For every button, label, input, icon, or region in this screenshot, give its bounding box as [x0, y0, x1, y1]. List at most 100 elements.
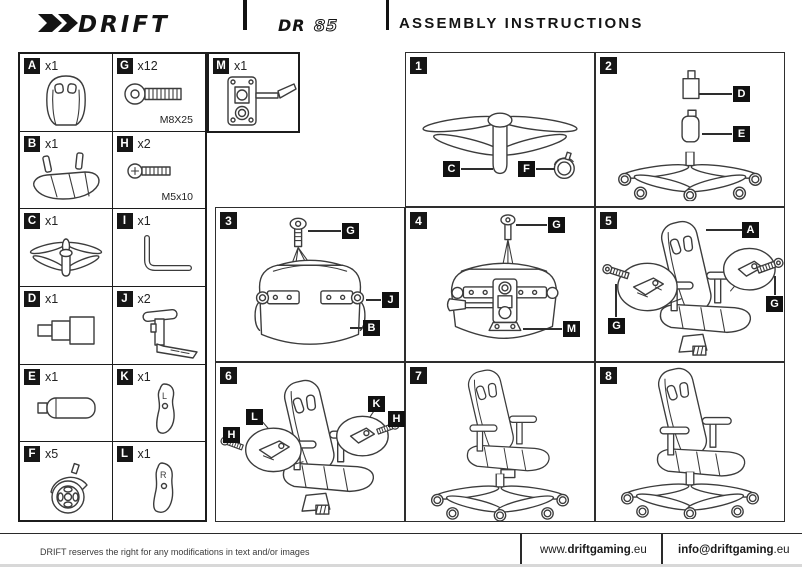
step-number-5: 5 [600, 212, 617, 229]
screw-m8-drawing [124, 82, 182, 105]
email-suffix: .eu [773, 544, 790, 556]
dr85-logo-prefix: DR [278, 16, 306, 35]
gas-lift-drawing [37, 315, 95, 345]
backrest-drawing [45, 74, 86, 126]
step3-drawing [254, 217, 366, 345]
step6-label-k: K [368, 396, 385, 412]
step5-label-g-left: G [608, 318, 625, 334]
step-panel-1: 1 C F [405, 52, 595, 207]
step-panel-7: 7 [405, 362, 595, 522]
step4-label-m: M [563, 321, 580, 337]
label-connector [706, 229, 742, 231]
step2-label-d: D [733, 86, 750, 102]
website-prefix: www. [540, 544, 568, 556]
step-number-1: 1 [410, 57, 427, 74]
part-badge-m: M [213, 58, 229, 74]
step7-drawing [430, 366, 570, 521]
footer-disclaimer: DRIFT reserves the right for any modific… [40, 547, 310, 557]
step1-label-c: C [443, 161, 460, 177]
armrest-drawing [142, 308, 198, 359]
part-badge-a: A [24, 58, 40, 74]
caster-drawing [50, 462, 88, 514]
step8-drawing [620, 364, 760, 520]
step-panel-8: 8 [595, 362, 785, 522]
part-qty-i: x1 [137, 214, 151, 229]
side-cover-left-marking: L [162, 391, 167, 401]
part-qty-g: x12 [137, 59, 158, 73]
screw-m5-drawing [127, 163, 171, 180]
footer-website: www.driftgaming.eu [540, 544, 647, 556]
part-badge-f: F [24, 446, 40, 463]
drift-logo-text: DRIFT [78, 12, 170, 38]
part-badge-l: L [116, 446, 133, 463]
website-bold: driftgaming [567, 544, 631, 556]
seat-base-drawing [32, 152, 100, 201]
screw-m8-caption: M8X25 [159, 113, 193, 126]
part-qty-f: x5 [45, 447, 59, 462]
step6-label-h-left: H [223, 427, 240, 443]
website-suffix: .eu [630, 544, 647, 556]
email-bold: info@driftgaming [678, 544, 774, 556]
header-divider-1 [243, 0, 247, 30]
step-panel-3: 3 G J B [215, 207, 405, 362]
step5-label-g-right: G [766, 296, 783, 312]
side-cover-left-drawing: L [155, 383, 175, 435]
part-badge-c: C [24, 213, 40, 230]
label-connector [615, 284, 617, 317]
label-connector [523, 328, 562, 330]
step2-label-e: E [733, 126, 750, 142]
step-number-8: 8 [600, 367, 617, 384]
step6-drawing [219, 376, 401, 515]
page-title: ASSEMBLY INSTRUCTIONS [399, 15, 644, 32]
allen-key-drawing [143, 234, 192, 271]
label-connector [366, 299, 381, 301]
part-qty-h: x2 [137, 136, 151, 151]
part-badge-j: J [116, 290, 133, 307]
dr85-logo: DR 85 [278, 16, 338, 36]
step-panel-2: 2 D E [595, 52, 785, 207]
footer-vertical-divider-2 [661, 533, 663, 564]
part-qty-d: x1 [45, 291, 59, 306]
mechanism-drawing [226, 76, 297, 126]
step-panel-4: 4 G M [405, 207, 595, 362]
part-badge-d: D [24, 290, 40, 307]
header-divider-2 [386, 0, 389, 30]
label-connector [308, 230, 341, 232]
star-base-drawing [29, 238, 102, 277]
label-connector [516, 224, 547, 226]
part-qty-m: x1 [234, 59, 248, 73]
part-badge-b: B [24, 135, 40, 152]
label-connector [461, 168, 493, 170]
part-qty-l: x1 [137, 447, 151, 462]
side-cover-right-drawing: R [152, 462, 174, 513]
drift-chevron-icon [38, 14, 78, 32]
label-connector [702, 133, 732, 135]
step4-label-g: G [548, 217, 565, 233]
step5-drawing [601, 217, 784, 356]
dr85-logo-suffix: 85 [314, 16, 338, 35]
step6-label-l: L [246, 409, 263, 425]
part-badge-i: I [116, 213, 133, 230]
footer-divider [0, 533, 802, 534]
step-number-7: 7 [410, 367, 427, 384]
step6-label-h-right: H [388, 411, 405, 427]
label-connector [699, 93, 732, 95]
step1-drawing [422, 112, 578, 180]
footer-email: info@driftgaming.eu [678, 544, 790, 556]
footer-vertical-divider-1 [520, 533, 522, 564]
step3-label-b: B [363, 320, 380, 336]
step-panel-5: 5 A G G [595, 207, 785, 362]
